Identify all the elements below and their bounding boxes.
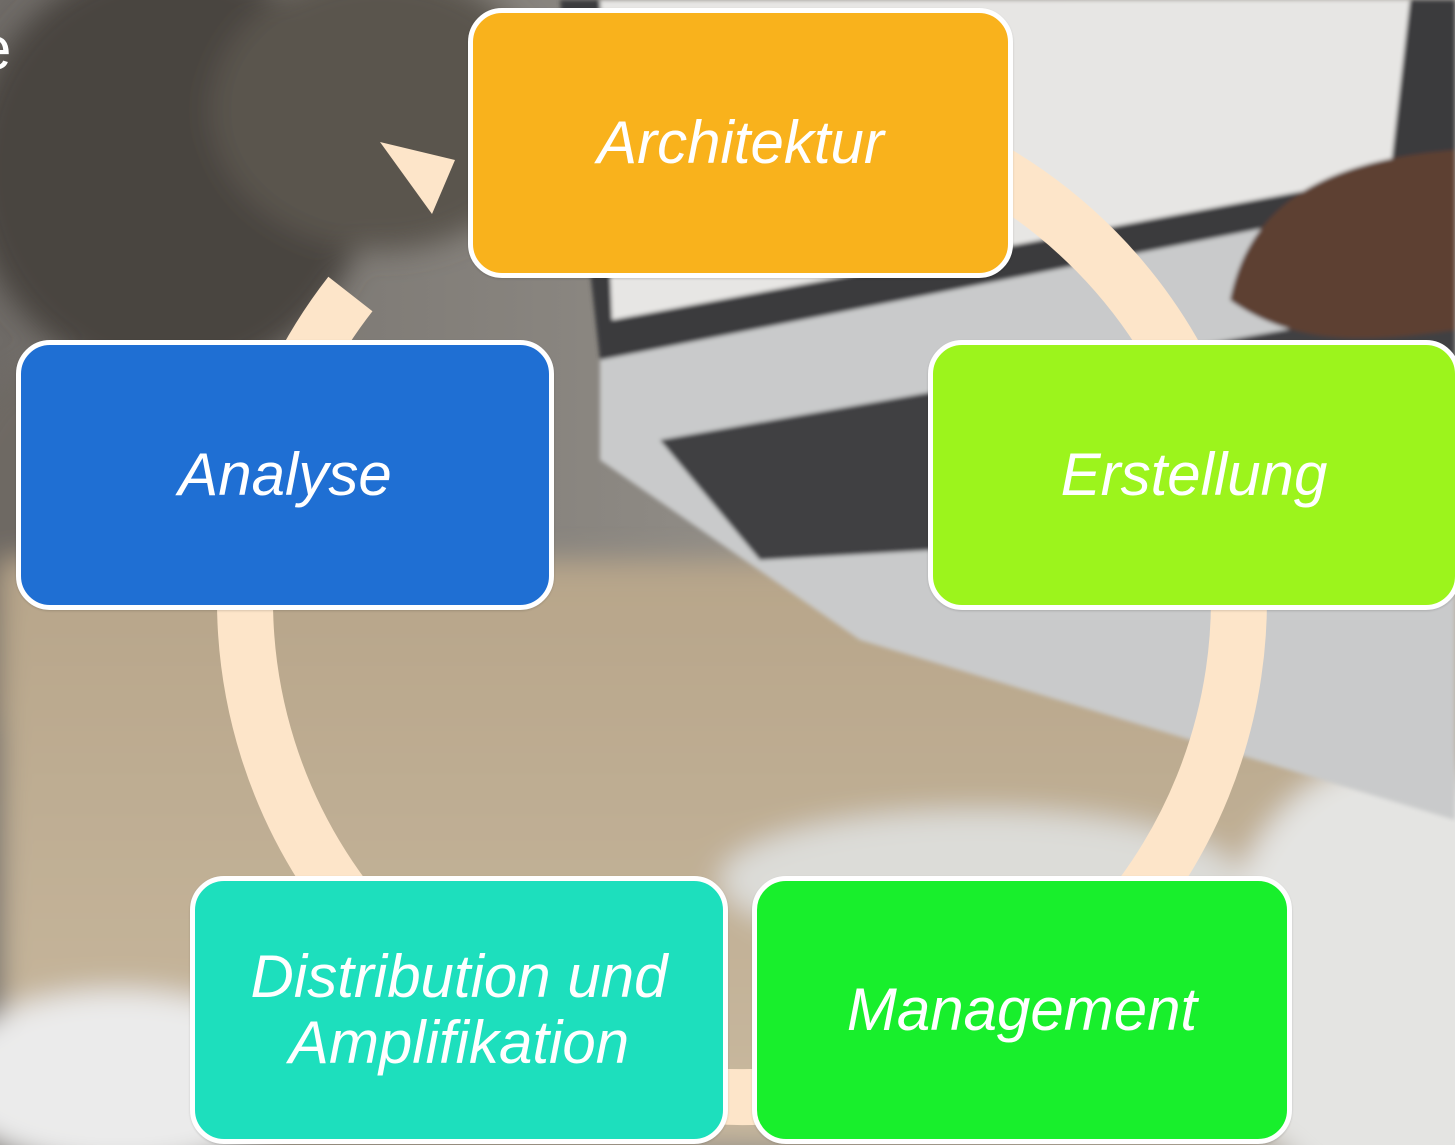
partial-heading-text: e: [0, 14, 11, 83]
stage-management-label: Management: [846, 976, 1198, 1043]
stage-erstellung[interactable]: Erstellung: [928, 340, 1455, 610]
cycle-arrowhead: [380, 142, 455, 214]
stage-architektur-label: Architektur: [597, 109, 884, 176]
stage-erstellung-label: Erstellung: [1060, 441, 1328, 508]
stage-distribution[interactable]: Distribution und Amplifikation: [190, 876, 728, 1144]
stage-distribution-label: Distribution und Amplifikation: [250, 943, 668, 1076]
stage-analyse[interactable]: Analyse: [16, 340, 554, 610]
stage-management[interactable]: Management: [752, 876, 1292, 1144]
stage-architektur[interactable]: Architektur: [468, 8, 1013, 278]
stage-analyse-label: Analyse: [178, 441, 392, 508]
